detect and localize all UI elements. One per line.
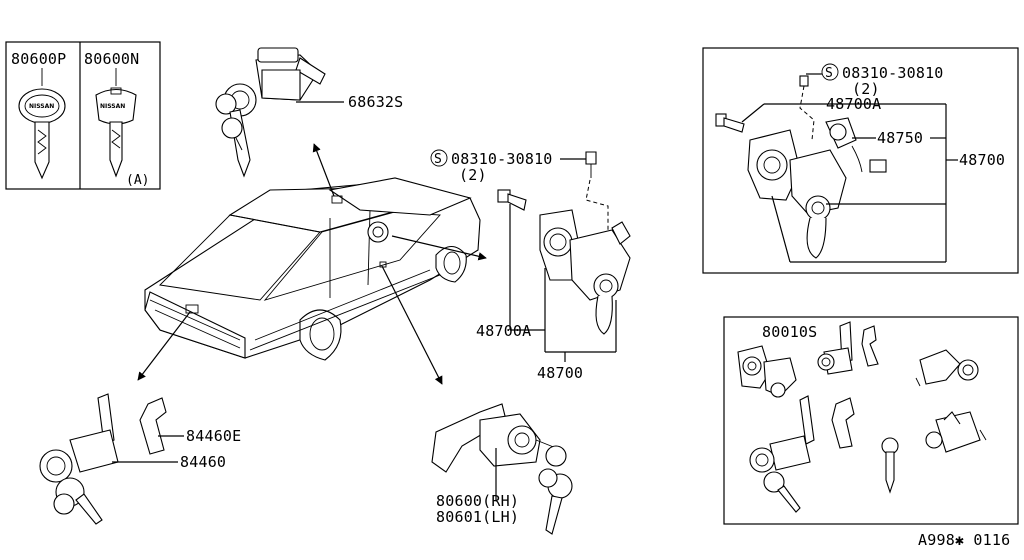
key-box: 80600P 80600N (A) NISSAN NISSAN [5, 41, 161, 190]
label-bolt-main: 08310-30810 [451, 150, 553, 168]
key-80600p-icon: NISSAN [18, 88, 66, 180]
glove-rod-icon [139, 397, 167, 455]
label-80010s: 80010S [762, 323, 817, 341]
label-key-note-a: (A) [126, 173, 149, 188]
label-48750: 48750 [877, 129, 923, 147]
steering-lock-inset: S 08310-30810 (2) 48700A [702, 47, 1019, 274]
label-48700-main: 48700 [537, 364, 583, 382]
screw-symbol-inset: S [825, 66, 833, 81]
key-80600n-icon: NISSAN [95, 87, 137, 178]
label-bolt-main-qty: (2) [459, 166, 487, 184]
set-trunk-lock-icon [915, 349, 979, 387]
steering-lock-icon [539, 209, 631, 335]
door-lock-icon [431, 403, 573, 535]
bolt-inset-icon [799, 75, 809, 87]
label-68632s: 68632S [348, 93, 403, 111]
key-brand-text: NISSAN [29, 103, 54, 110]
switch-inset-icon [851, 145, 887, 173]
label-48700a-inset: 48700A [826, 95, 881, 113]
key-brand-text-n: NISSAN [100, 103, 125, 110]
bolt-side-icon [497, 189, 527, 211]
set-glove-lock-icon [749, 395, 815, 513]
trunk-lock-icon [215, 47, 326, 178]
car-illustration [144, 177, 481, 361]
set-trunk-cylinder-icon [817, 321, 853, 375]
diagram-code: A998✱ 0116 [918, 531, 1010, 549]
label-84460e: 84460E [186, 427, 241, 445]
screw-symbol-main: S [430, 149, 448, 167]
lock-set-box: 80010S [723, 316, 1019, 525]
set-glove-rod-icon [831, 397, 855, 449]
label-bolt-inset: 08310-30810 [842, 64, 944, 82]
bolt-inset-side-icon [715, 113, 745, 133]
label-80600p: 80600P [11, 50, 66, 68]
label-48700-inset: 48700 [959, 151, 1005, 169]
label-80600n: 80600N [84, 50, 139, 68]
steering-lock-inset-icon [747, 117, 857, 259]
label-door-rh: 80600(RH) [436, 492, 519, 510]
label-bolt-inset-qty: (2) [852, 80, 880, 98]
label-84460: 84460 [180, 453, 226, 471]
set-rod-icon [861, 325, 879, 367]
glove-lock-icon [39, 393, 119, 525]
bolt-main-icon [585, 151, 597, 178]
set-key-icon [881, 437, 899, 494]
label-door-lh: 80601(LH) [436, 508, 519, 526]
set-steering-lock-icon [737, 345, 797, 398]
set-door-lock-icon [925, 411, 987, 453]
screw-symbol-text: S [434, 152, 442, 167]
label-48700a-main: 48700A [476, 322, 531, 340]
